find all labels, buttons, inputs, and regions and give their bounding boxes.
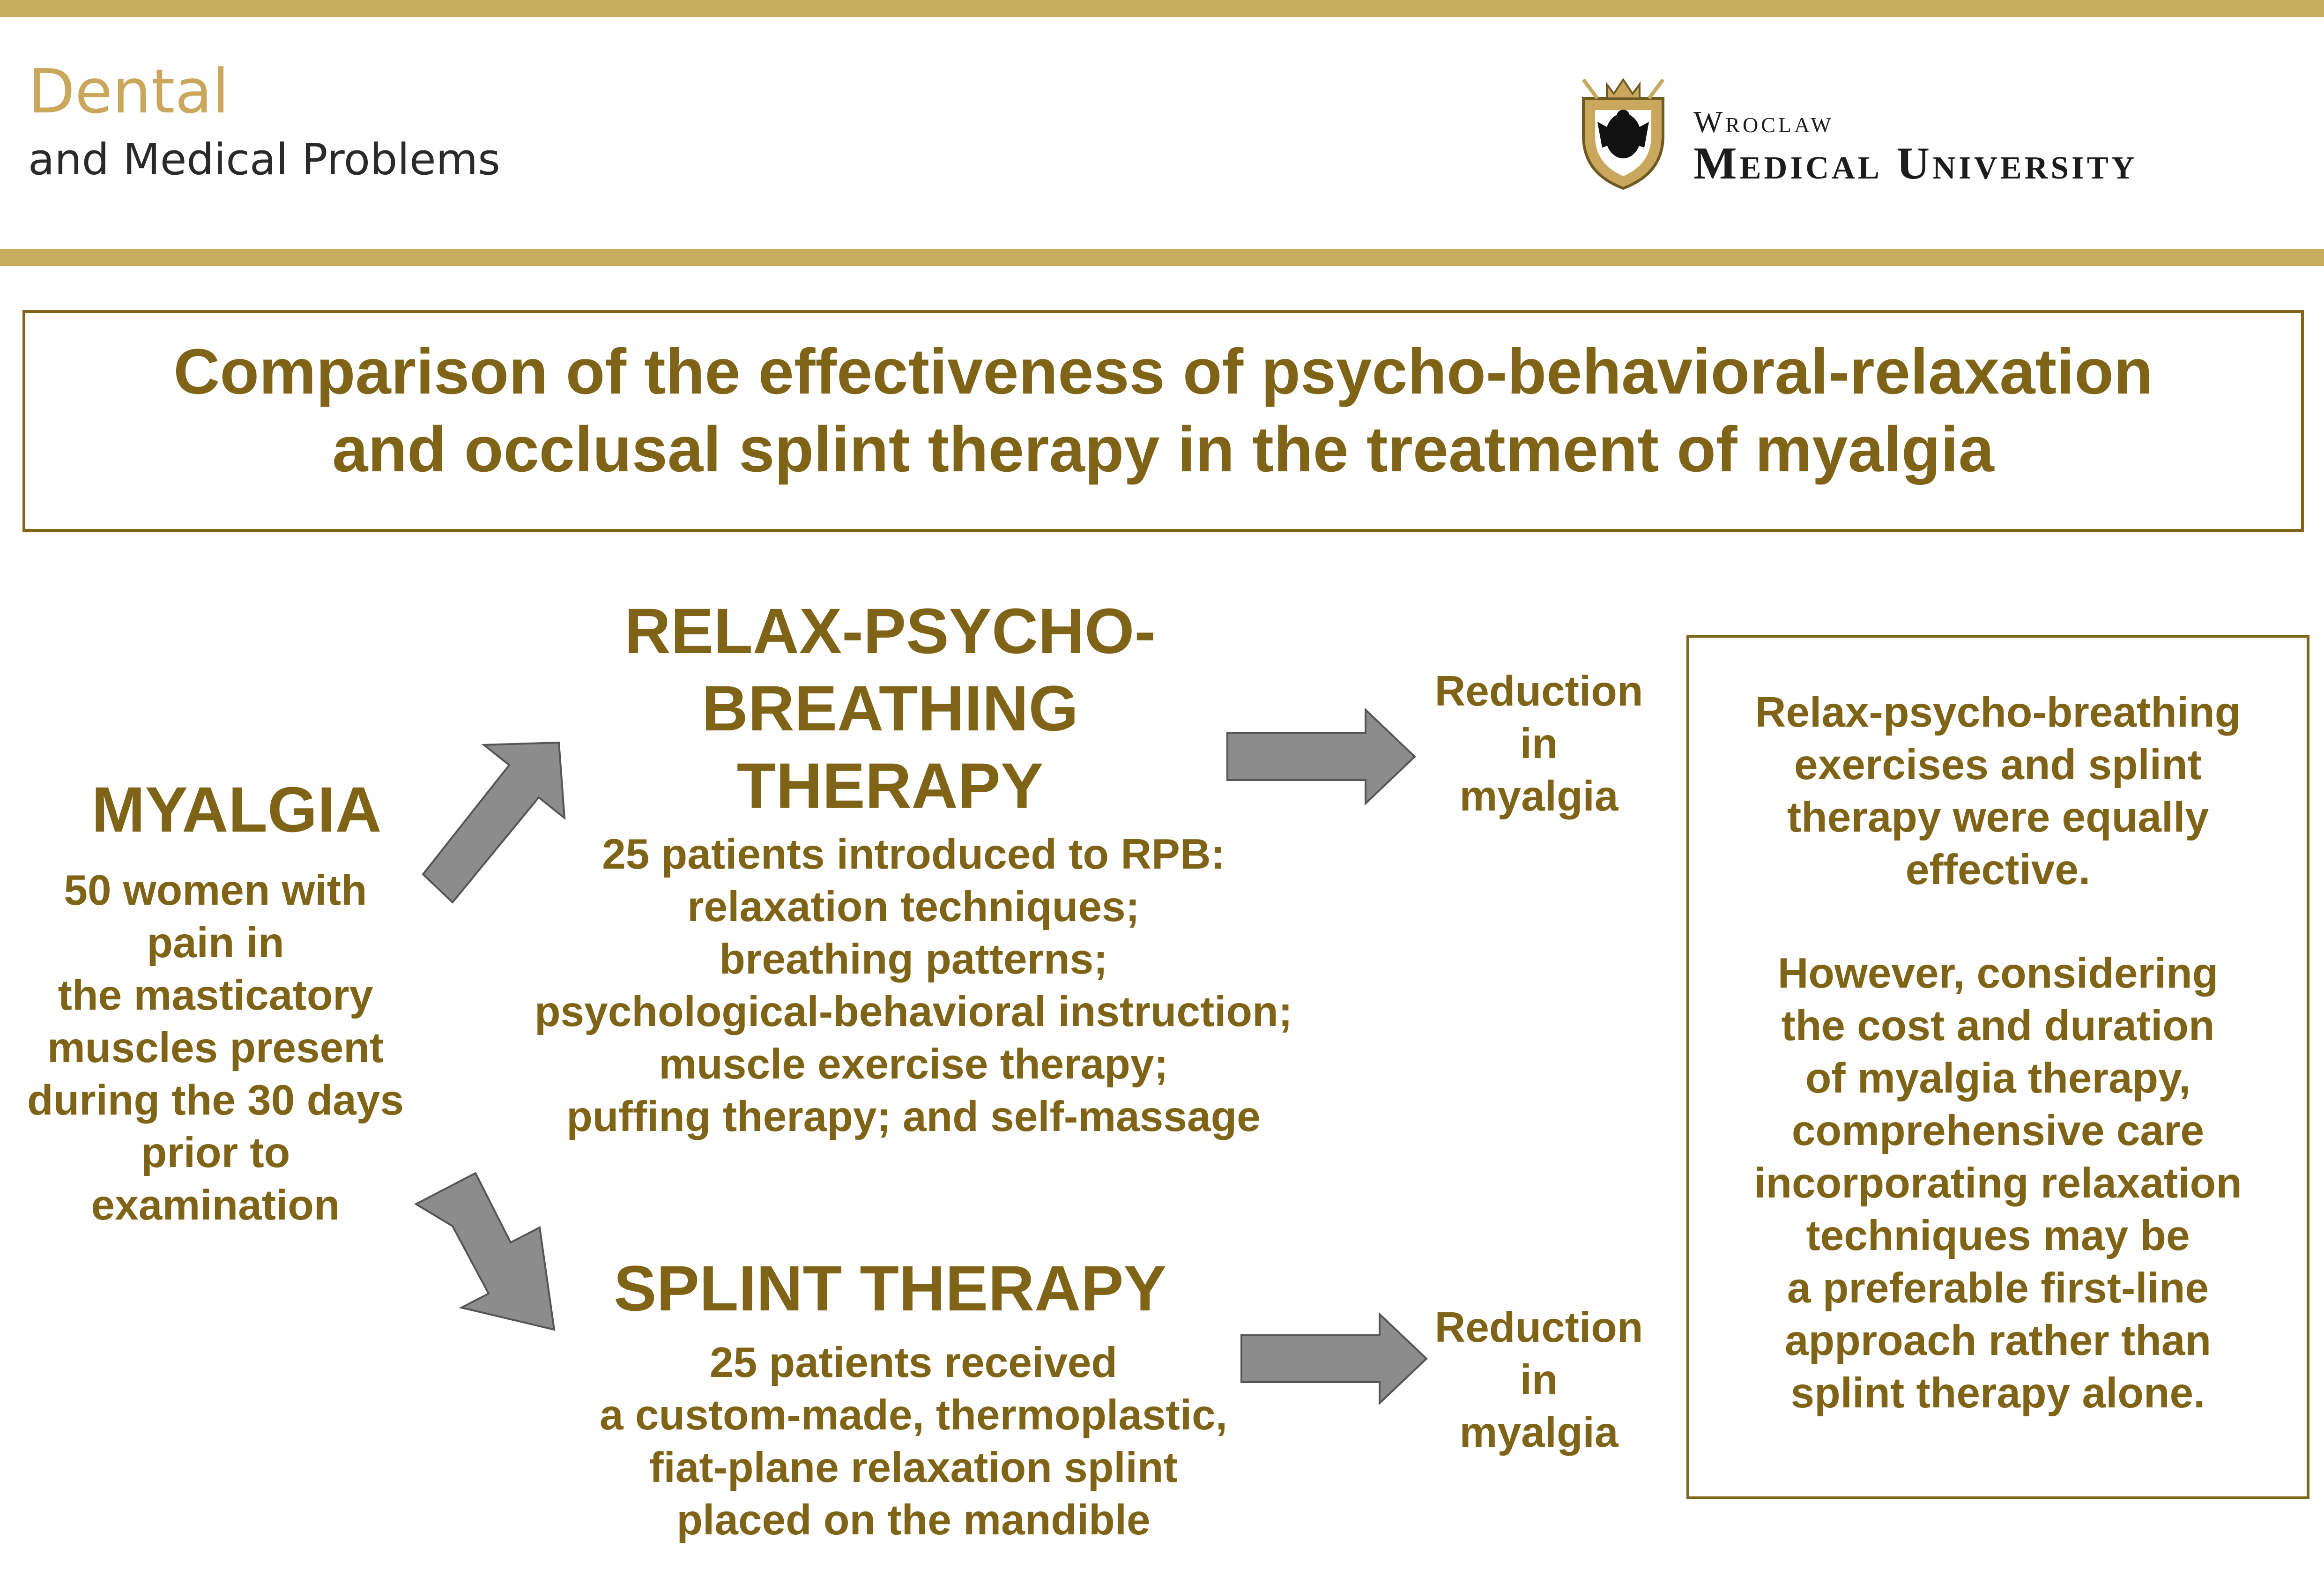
arrow-icon [1226, 707, 1416, 806]
splint-outcome-line: in [1520, 1356, 1558, 1404]
rpb-description-line: muscle exercise therapy; [659, 1041, 1168, 1088]
conclusion-line: a preferable first-line [1787, 1265, 2209, 1312]
arrow-icon [422, 741, 566, 904]
myalgia-description-line: examination [91, 1182, 340, 1229]
conclusion-box [1686, 635, 2309, 1499]
title-line-1: Comparison of the effectiveness of psych… [173, 336, 2153, 408]
rpb-outcome: Reduction in myalgia [1410, 665, 1668, 823]
rpb-outcome-line: in [1520, 720, 1558, 767]
journal-name-subtitle: and Medical Problems [28, 134, 501, 185]
myalgia-description-line: prior to [141, 1129, 290, 1176]
conclusion-line: approach rather than [1784, 1317, 2212, 1364]
university-name-top: Wroclaw [1693, 105, 1834, 139]
splint-outcome-line: Reduction [1434, 1304, 1643, 1351]
rpb-description-line: relaxation techniques; [687, 883, 1140, 930]
myalgia-description: 50 women with pain in the masticatory mu… [0, 864, 431, 1232]
rpb-outcome-line: myalgia [1459, 773, 1619, 820]
rpb-description: 25 patients introduced to RPB: relaxatio… [468, 828, 1359, 1143]
conclusion-line: incorporating relaxation [1754, 1160, 2242, 1207]
top-accent-bar [0, 0, 2324, 17]
conclusion-line: splint therapy alone. [1790, 1369, 2205, 1417]
conclusion-line: Relax-psycho-breathing [1755, 689, 2241, 736]
title-box: Comparison of the effectiveness of psych… [22, 310, 2304, 532]
splint-description-line: fiat-plane relaxation splint [649, 1444, 1178, 1491]
rpb-description-line: psychological-behavioral instruction; [534, 988, 1293, 1035]
university-crest-icon [1582, 78, 1665, 190]
myalgia-description-line: pain in [147, 919, 284, 967]
rpb-description-line: puffing therapy; and self-massage [566, 1093, 1261, 1140]
arrow-icon [414, 1172, 556, 1331]
rpb-description-line: 25 patients introduced to RPB: [602, 831, 1225, 878]
title-line-2: and occlusal splint therapy in the treat… [332, 414, 1994, 485]
rpb-outcome-line: Reduction [1434, 668, 1643, 715]
conclusion-line: effective. [1905, 846, 2091, 893]
university-name-main: Medical University [1693, 138, 2138, 189]
journal-name-dental: Dental [28, 56, 230, 127]
myalgia-description-line: 50 women with [64, 867, 367, 914]
arrow-icon [1240, 1312, 1428, 1406]
conclusion-line: However, considering [1777, 950, 2219, 997]
header-divider-bar [0, 249, 2324, 266]
myalgia-description-line: muscles present [47, 1024, 384, 1071]
rpb-heading-line: BREATHING [701, 673, 1079, 744]
rpb-description-line: breathing patterns; [719, 936, 1108, 983]
rpb-heading: RELAX-PSYCHO- BREATHING THERAPY [492, 593, 1288, 825]
splint-description-line: placed on the mandible [676, 1496, 1151, 1544]
conclusion-line: of myalgia therapy, [1805, 1055, 2191, 1102]
rpb-heading-line: THERAPY [736, 750, 1044, 822]
conclusion-line: exercises and splint [1794, 741, 2202, 788]
splint-description-line: a custom-made, thermoplastic, [599, 1391, 1228, 1439]
myalgia-description-line: during the 30 days [27, 1077, 404, 1124]
myalgia-heading: MYALGIA [91, 774, 382, 846]
splint-description-line: 25 patients received [709, 1339, 1117, 1386]
conclusion-paragraph-1: Relax-psycho-breathing exercises and spl… [1686, 686, 2309, 896]
conclusion-line: therapy were equally [1787, 794, 2209, 841]
splint-description: 25 patients received a custom-made, ther… [468, 1337, 1359, 1547]
rpb-heading-line: RELAX-PSYCHO- [624, 595, 1156, 667]
conclusion-line: comprehensive care [1791, 1107, 2205, 1154]
splint-heading: SPLINT THERAPY [614, 1253, 1166, 1324]
conclusion-line: the cost and duration [1781, 1002, 2215, 1049]
splint-outcome: Reduction in myalgia [1410, 1302, 1668, 1459]
myalgia-description-line: the masticatory [58, 972, 373, 1019]
splint-outcome-line: myalgia [1459, 1409, 1619, 1456]
conclusion-line: techniques may be [1806, 1212, 2190, 1259]
conclusion-paragraph-2: However, considering the cost and durati… [1686, 947, 2309, 1420]
